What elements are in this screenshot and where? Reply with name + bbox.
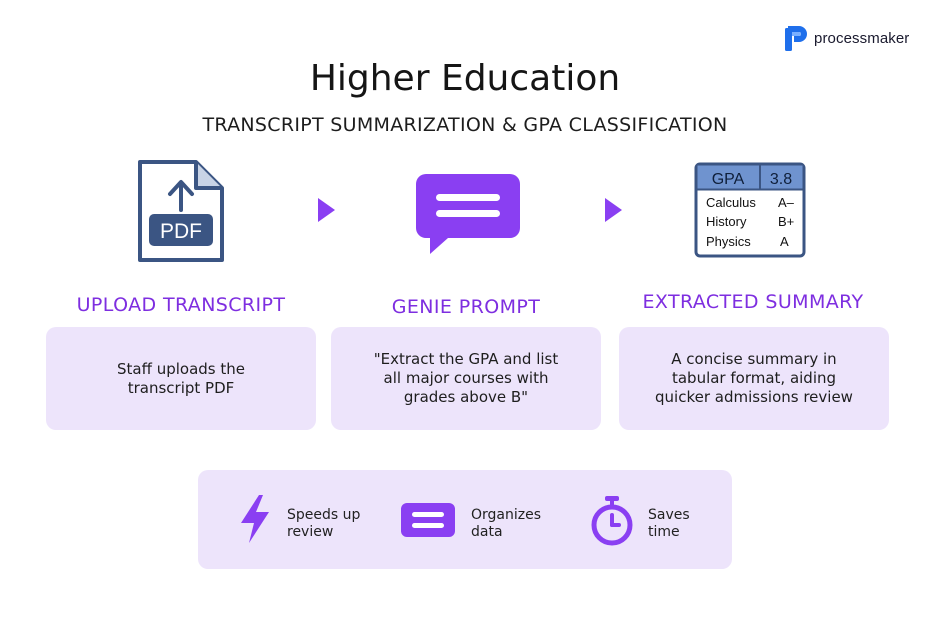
stopwatch-icon bbox=[591, 496, 633, 546]
step-label-genie-prompt: GENIE PROMPT bbox=[391, 296, 541, 318]
step-label-upload: UPLOAD TRANSCRIPT bbox=[76, 294, 286, 316]
lightning-bolt-icon bbox=[241, 495, 269, 543]
page-title: Higher Education bbox=[309, 58, 621, 99]
gpa-header-value: 3.8 bbox=[770, 171, 792, 188]
gpa-row-grade: B+ bbox=[778, 214, 794, 229]
step-description: Staff uploads the transcript PDF bbox=[117, 359, 245, 397]
gpa-header-label: GPA bbox=[712, 171, 745, 188]
step-card-extracted-summary: A concise summary in tabular format, aid… bbox=[619, 327, 889, 430]
step-description: "Extract the GPA and list all major cour… bbox=[373, 350, 559, 406]
benefit-organizes-data: Organizes data bbox=[471, 507, 542, 540]
gpa-table-icon: GPA 3.8 Calculus A– History B+ Physics A bbox=[694, 162, 806, 258]
gpa-row-course: Calculus bbox=[706, 195, 756, 210]
arrow-right-icon bbox=[605, 198, 622, 222]
chat-bubble-icon bbox=[416, 174, 520, 254]
benefits-panel: Speeds up review Organizes data Saves ti… bbox=[198, 470, 732, 569]
gpa-row-grade: A bbox=[780, 234, 789, 249]
step-card-genie-prompt: "Extract the GPA and list all major cour… bbox=[331, 327, 601, 430]
pdf-upload-icon: PDF bbox=[138, 160, 224, 262]
brand-logo: processmaker bbox=[784, 24, 909, 52]
message-box-icon bbox=[401, 503, 455, 537]
processmaker-logo-icon bbox=[785, 26, 807, 51]
arrow-right-icon bbox=[318, 198, 335, 222]
step-description: A concise summary in tabular format, aid… bbox=[655, 350, 853, 406]
page-subtitle: TRANSCRIPT SUMMARIZATION & GPA CLASSIFIC… bbox=[202, 114, 728, 136]
benefit-speeds-up-review: Speeds up review bbox=[287, 507, 361, 540]
step-card-upload: Staff uploads the transcript PDF bbox=[46, 327, 316, 430]
gpa-row-grade: A– bbox=[778, 195, 795, 210]
benefit-saves-time: Saves time bbox=[648, 507, 690, 540]
pdf-label: PDF bbox=[160, 220, 202, 243]
step-label-extracted-summary: EXTRACTED SUMMARY bbox=[642, 291, 864, 313]
gpa-row-course: History bbox=[706, 214, 747, 229]
gpa-row-course: Physics bbox=[706, 234, 751, 249]
brand-name: processmaker bbox=[814, 29, 910, 47]
